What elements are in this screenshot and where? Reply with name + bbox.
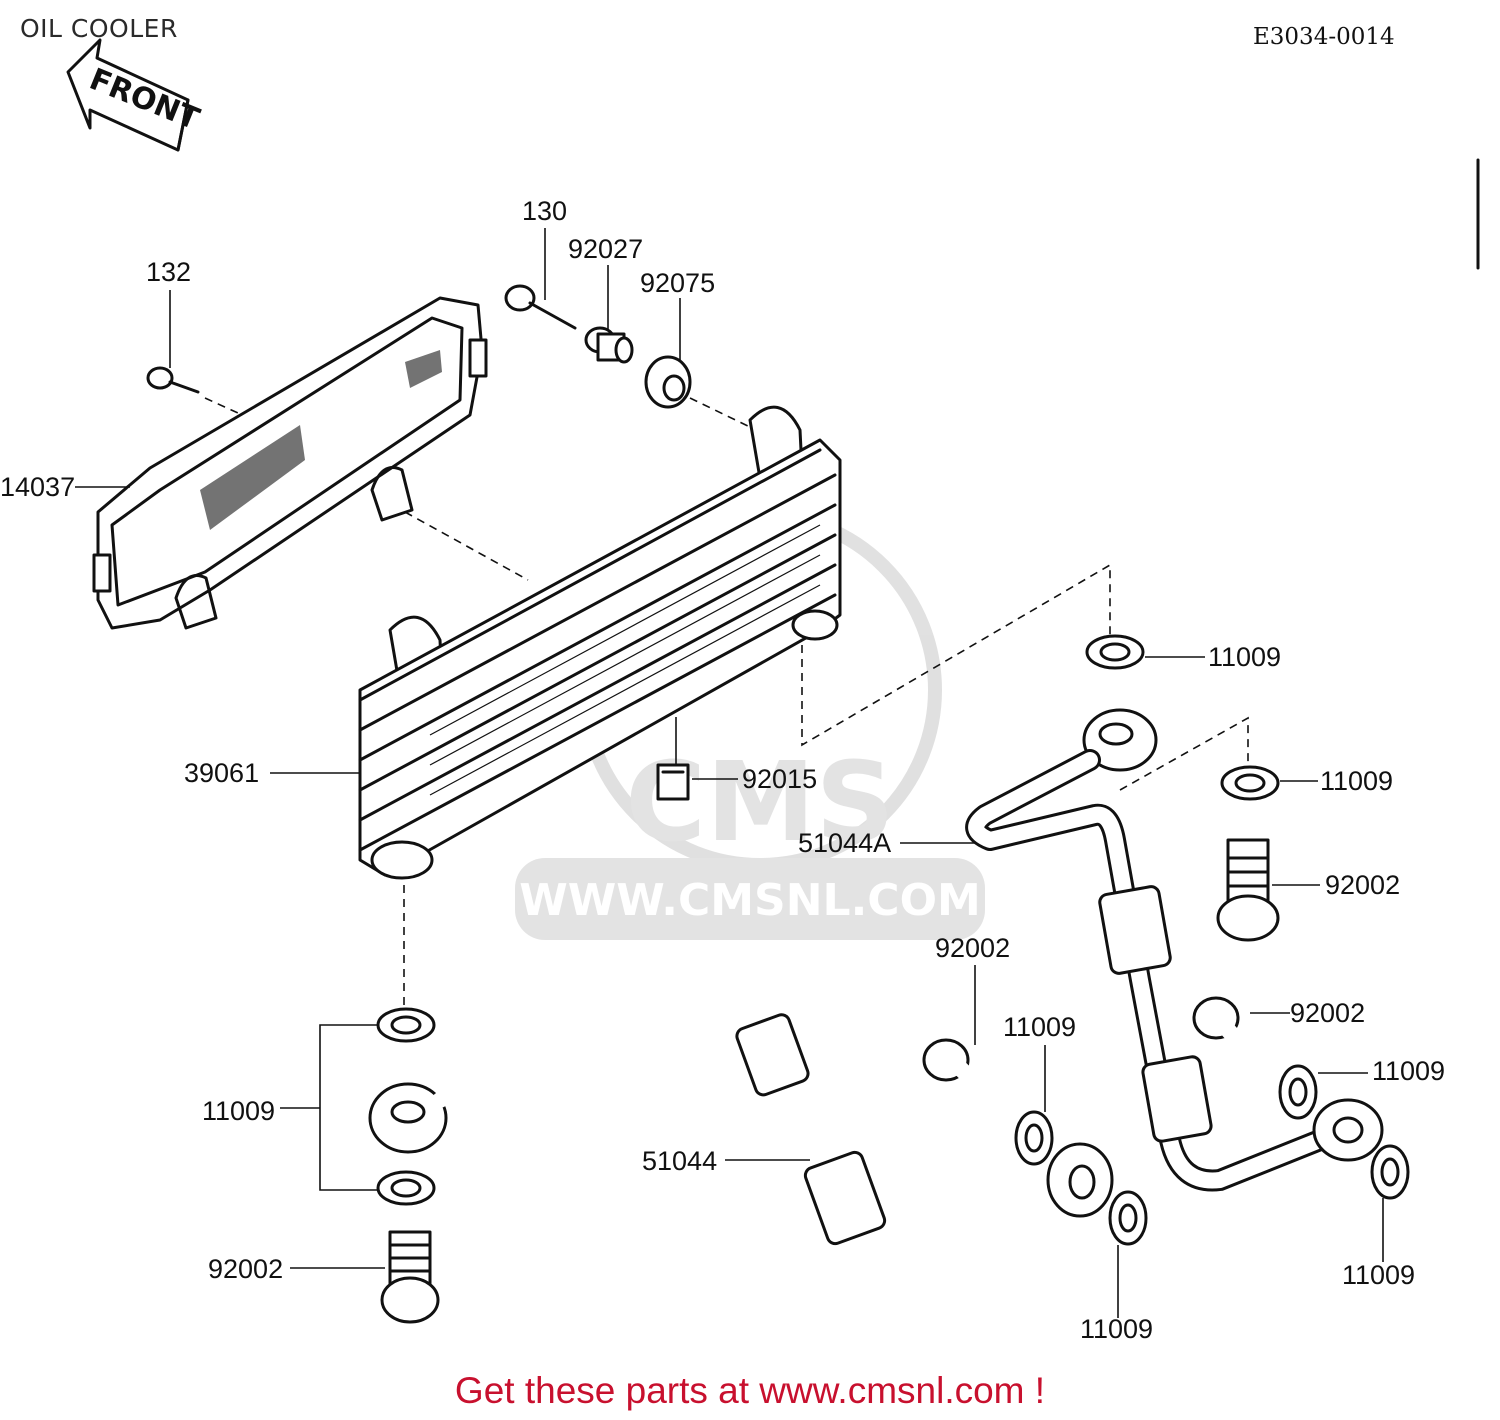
washer-upper-left — [376, 1007, 436, 1043]
label-39061: 39061 — [184, 758, 259, 788]
washer-top-right-1 — [1085, 634, 1145, 670]
watermark-url: WWW.CMSNL.COM — [519, 875, 981, 926]
washer-top-right-2 — [1220, 765, 1280, 801]
banjo-bolt-middle-right — [1192, 996, 1270, 1076]
banjo-bolt-center — [922, 1038, 1008, 1116]
label-132: 132 — [146, 257, 191, 287]
grommet-92075 — [644, 355, 692, 409]
label-11009-top-right-1: 11009 — [1208, 642, 1281, 672]
label-11009-top-right-2: 11009 — [1320, 766, 1393, 796]
label-11009-bottom-right: 11009 — [1342, 1260, 1415, 1290]
hose-51044A — [965, 708, 1384, 1192]
washer-center — [1014, 1110, 1054, 1166]
washer-bottom-right — [1370, 1144, 1410, 1200]
diagram-code: E3034-0014 — [1253, 24, 1395, 50]
bolt-132 — [146, 366, 200, 394]
clamp-92015 — [656, 763, 690, 801]
label-51044A: 51044A — [798, 828, 891, 858]
front-arrow: FRONT — [66, 38, 204, 152]
washer-middle-right — [1278, 1064, 1318, 1120]
label-51044: 51044 — [642, 1146, 717, 1176]
oil-cooler — [358, 405, 842, 880]
label-92002-right: 92002 — [1325, 870, 1400, 900]
washer-lower-left — [376, 1170, 436, 1206]
label-11009-left: 11009 — [202, 1096, 275, 1126]
label-92015: 92015 — [742, 764, 817, 794]
label-92027: 92027 — [568, 234, 643, 264]
label-92002-bottom-left: 92002 — [208, 1254, 283, 1284]
radiator-guard — [92, 296, 488, 630]
label-92002-center: 92002 — [935, 933, 1010, 963]
washer-bottom-center — [1108, 1190, 1148, 1246]
label-11009-bottom-center: 11009 — [1080, 1314, 1153, 1344]
part-labels: 130 92027 92075 132 14037 39061 92015 11… — [0, 196, 1445, 1344]
label-92075: 92075 — [640, 268, 715, 298]
diagram-title: OIL COOLER — [20, 14, 178, 43]
banjo-bolt-right — [1216, 838, 1280, 942]
footer-link[interactable]: Get these parts at www.cmsnl.com ! — [454, 1370, 1046, 1411]
watermark: CMS WWW.CMSNL.COM — [515, 508, 985, 940]
label-130: 130 — [522, 196, 567, 226]
label-11009-center: 11009 — [1003, 1012, 1076, 1042]
hose-51044 — [368, 946, 1114, 1279]
leader-lines — [75, 228, 1384, 1318]
label-92002-middle-right: 92002 — [1290, 998, 1365, 1028]
label-14037: 14037 — [0, 472, 75, 502]
watermark-brand: CMS — [625, 738, 894, 866]
banjo-bolt-bottom-left — [380, 1230, 440, 1324]
collar-92027 — [584, 326, 634, 364]
bolt-130 — [504, 284, 577, 330]
label-11009-middle-right: 11009 — [1372, 1056, 1445, 1086]
